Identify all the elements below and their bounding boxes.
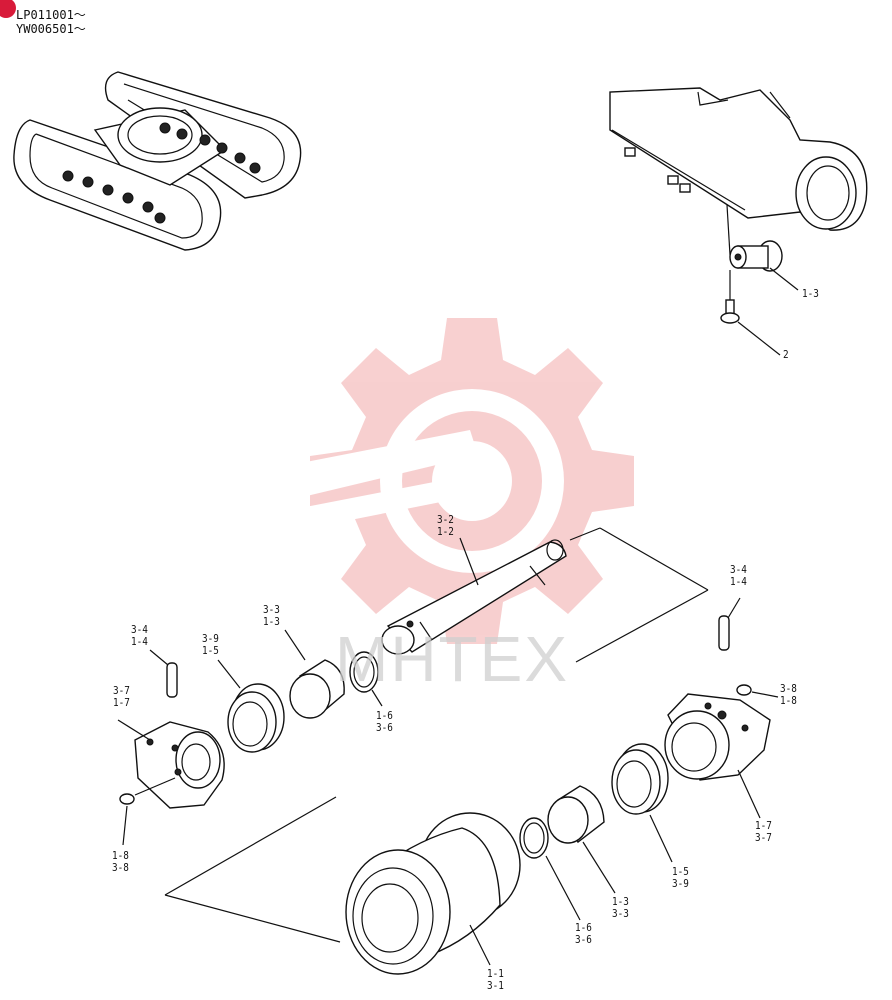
pin-left	[149, 649, 178, 698]
watermark-text: MHTEX	[335, 623, 569, 695]
collar-right	[664, 693, 771, 819]
seal-left	[217, 659, 285, 753]
track-frame-detail	[609, 87, 868, 356]
oring-right	[519, 817, 581, 921]
bushing-left	[284, 629, 345, 719]
plug-left	[119, 777, 176, 846]
roller-shaft	[381, 527, 709, 663]
serial-number: LP011001～	[16, 8, 86, 22]
corner-badge	[0, 0, 16, 18]
serial-number: YW006501～	[16, 22, 86, 36]
plug-right	[736, 684, 779, 698]
oring-left	[349, 651, 383, 707]
callout-label: 1-3	[802, 287, 819, 300]
bushing-right	[547, 785, 616, 894]
collar-left	[117, 719, 225, 809]
undercarriage-overview	[13, 71, 302, 251]
callout-label: 2	[783, 348, 789, 361]
seal-right	[611, 743, 673, 863]
track-roller	[164, 796, 521, 975]
pin-right	[718, 597, 741, 651]
watermark-gear-icon	[265, 318, 634, 644]
